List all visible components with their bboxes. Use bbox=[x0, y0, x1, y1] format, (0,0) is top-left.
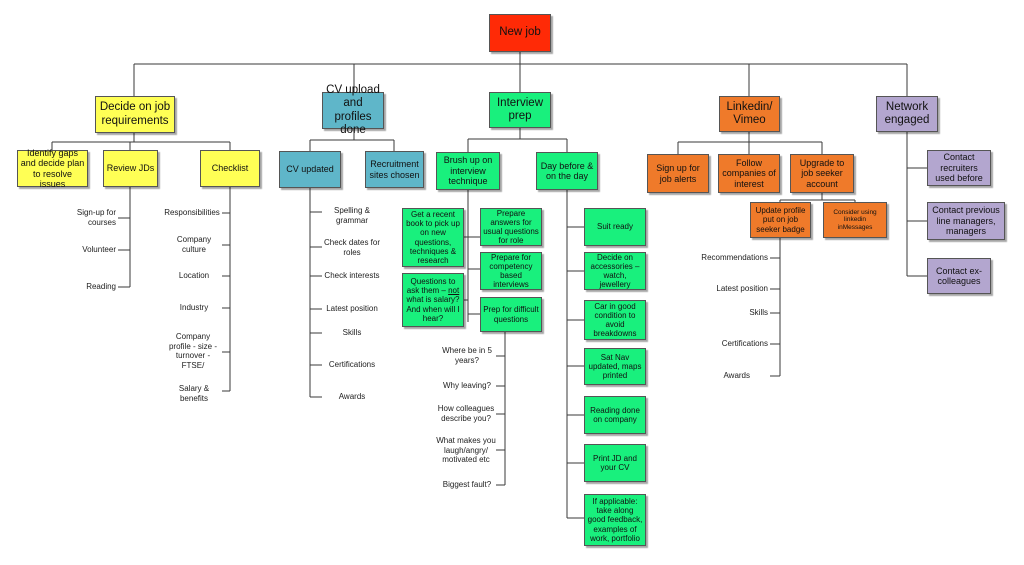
checklist-item: Responsibilities bbox=[164, 208, 220, 217]
difficult-item: How colleagues describe you? bbox=[437, 404, 495, 423]
root-node[interactable]: New job bbox=[489, 14, 551, 52]
cv-item: Check interests bbox=[324, 271, 380, 280]
cv-item: Latest position bbox=[326, 304, 378, 313]
node-prepare-usual[interactable]: Prepare answers for usual questions for … bbox=[480, 208, 542, 246]
difficult-item: Biggest fault? bbox=[442, 480, 492, 489]
node-seeker-badge[interactable]: Update profile put on job seeker badge bbox=[750, 202, 811, 238]
node-day-item[interactable]: Print JD and your CV bbox=[584, 444, 646, 482]
node-brush-up[interactable]: Brush up on interview technique bbox=[436, 152, 500, 190]
cv-item: Skills bbox=[342, 328, 362, 337]
node-review-jds[interactable]: Review JDs bbox=[103, 150, 158, 187]
node-decide-requirements[interactable]: Decide on job requirements bbox=[95, 96, 175, 133]
node-day-item[interactable]: Reading done on company bbox=[584, 396, 646, 434]
node-upgrade-account[interactable]: Upgrade to job seeker account bbox=[790, 154, 854, 193]
cv-item: Certifications bbox=[328, 360, 376, 369]
node-prep-difficult[interactable]: Prep for difficult questions bbox=[480, 297, 542, 332]
node-checklist[interactable]: Checklist bbox=[200, 150, 260, 187]
difficult-item: Why leaving? bbox=[442, 381, 492, 390]
node-day-item[interactable]: Decide on accessories – watch, jewellery bbox=[584, 252, 646, 290]
badge-item: Recommendations bbox=[701, 253, 768, 262]
checklist-item: Company culture bbox=[176, 235, 212, 254]
badge-item: Skills bbox=[749, 308, 768, 317]
node-day-item[interactable]: Car in good condition to avoid breakdown… bbox=[584, 300, 646, 340]
cv-item: Spelling & grammar bbox=[333, 206, 371, 225]
node-day-item[interactable]: Sat Nav updated, maps printed bbox=[584, 348, 646, 385]
node-recent-book[interactable]: Get a recent book to pick up on new ques… bbox=[402, 208, 464, 267]
cv-item: Awards bbox=[338, 392, 366, 401]
node-prepare-competency[interactable]: Prepare for competency based interviews bbox=[480, 252, 542, 290]
node-day-item[interactable]: Suit ready bbox=[584, 208, 646, 246]
node-inmessages[interactable]: Consider using linkedin inMessages bbox=[823, 202, 887, 238]
node-day-item[interactable]: If applicable: take along good feedback,… bbox=[584, 494, 646, 546]
difficult-item: What makes you laugh/angry/ motivated et… bbox=[436, 436, 496, 465]
node-recruitment-sites[interactable]: Recruitment sites chosen bbox=[365, 151, 424, 188]
node-network-item[interactable]: Contact recruiters used before bbox=[927, 150, 991, 186]
badge-item: Certifications bbox=[721, 339, 768, 348]
checklist-item: Company profile - size - turnover - FTSE… bbox=[168, 332, 217, 370]
node-day-before[interactable]: Day before & on the day bbox=[536, 152, 598, 190]
checklist-item: Industry bbox=[179, 303, 209, 312]
node-job-alerts[interactable]: Sign up for job alerts bbox=[647, 154, 709, 193]
badge-item: Latest position bbox=[716, 284, 768, 293]
node-interview-prep[interactable]: Interview prep bbox=[489, 92, 551, 128]
node-cv-upload[interactable]: CV upload and profiles done bbox=[322, 84, 384, 136]
review-item: Sign-up for courses bbox=[76, 208, 116, 227]
cv-item: Check dates for roles bbox=[323, 238, 381, 257]
review-item: Reading bbox=[86, 282, 116, 291]
node-network-item[interactable]: Contact ex-colleagues bbox=[927, 258, 991, 294]
node-follow-companies[interactable]: Follow companies of interest bbox=[718, 154, 780, 193]
node-linkedin[interactable]: Linkedin/ Vimeo bbox=[719, 96, 780, 132]
node-network-item[interactable]: Contact previous line managers, managers bbox=[927, 202, 1005, 240]
review-item: Volunteer bbox=[82, 245, 116, 254]
checklist-item: Salary & benefits bbox=[178, 384, 210, 403]
badge-item: Awards bbox=[723, 371, 750, 380]
difficult-item: Where be in 5 years? bbox=[442, 346, 492, 365]
checklist-item: Location bbox=[178, 271, 210, 280]
node-network-engaged[interactable]: Network engaged bbox=[876, 96, 938, 132]
node-identify-gaps[interactable]: Identify gaps and decide plan to resolve… bbox=[17, 148, 88, 189]
node-cv-updated[interactable]: CV updated bbox=[279, 151, 341, 188]
node-questions-to-ask[interactable]: Questions to ask them – not what is sala… bbox=[402, 273, 464, 327]
